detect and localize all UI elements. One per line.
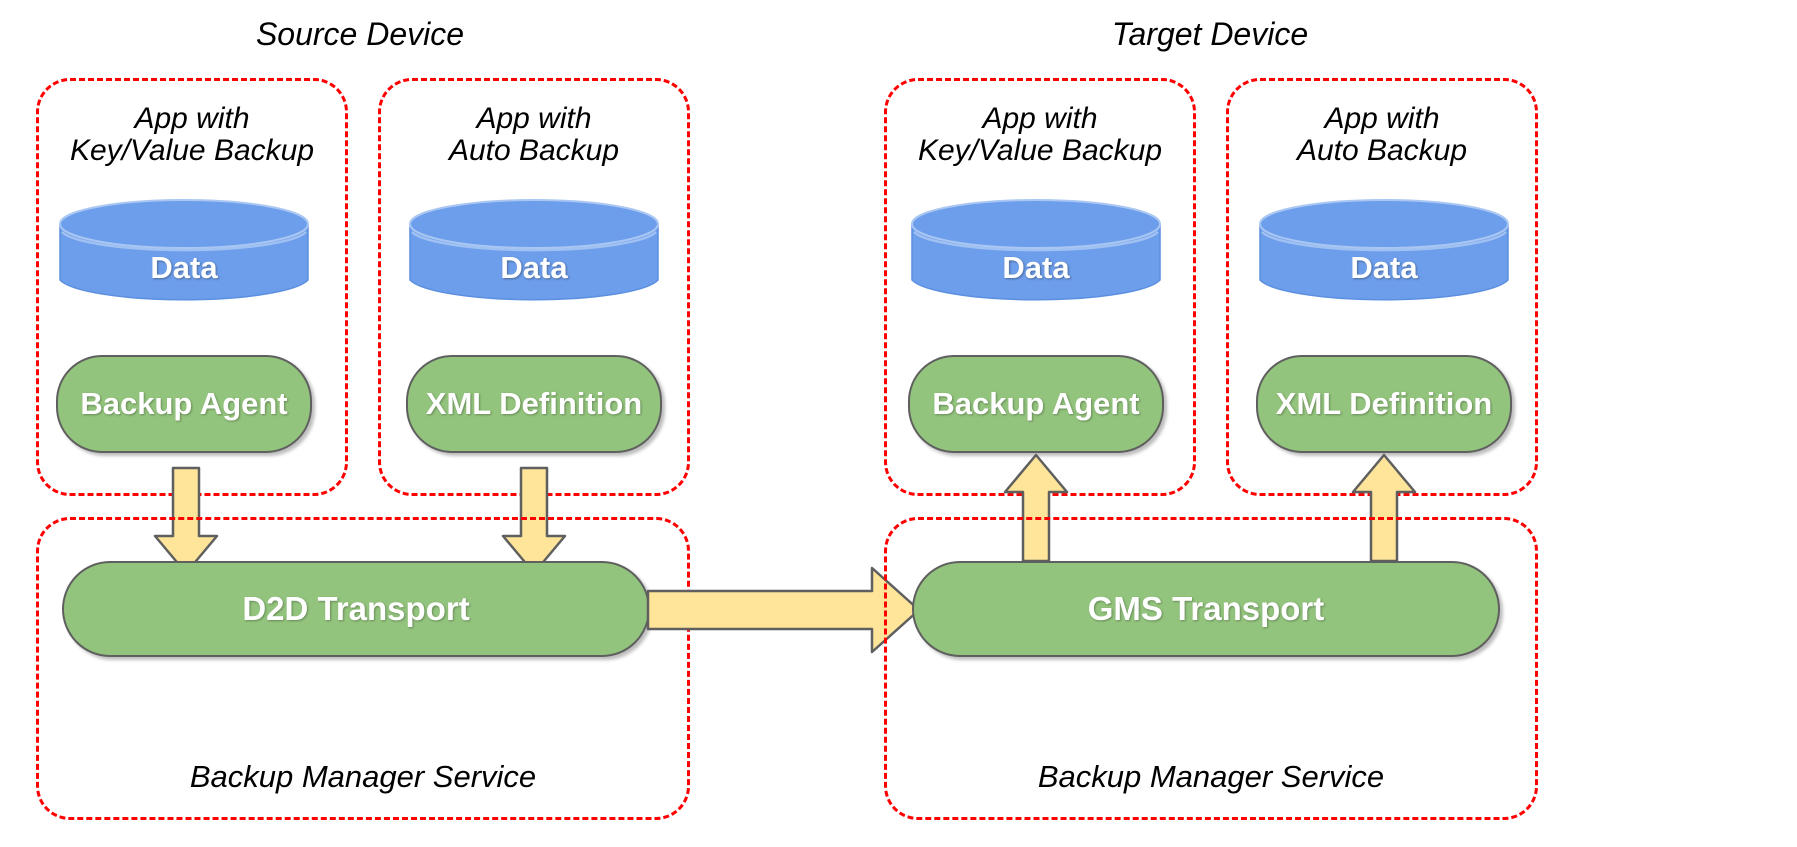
app-label-line1: App with [134, 102, 250, 135]
target-app-auto-container[interactable]: App with Auto Backup [1226, 78, 1538, 496]
source-xml-definition-label: XML Definition [425, 386, 643, 421]
target-app-key-value-label: App with Key/Value Backup [887, 102, 1193, 168]
target-auto-data-label: Data [1350, 250, 1418, 285]
arrow-down-icon [153, 466, 219, 575]
source-backup-manager-service-container[interactable]: Backup Manager Service [36, 517, 690, 820]
source-xml-definition-pill[interactable]: XML Definition [406, 355, 662, 453]
app-label-line1: App with [476, 102, 592, 135]
target-backup-agent-label: Backup Agent [932, 386, 1140, 421]
source-device-title: Source Device [255, 16, 465, 52]
gms-transport-label: GMS Transport [1087, 590, 1325, 627]
target-auto-data-cylinder[interactable]: Data [1258, 198, 1510, 306]
source-backup-agent-label: Backup Agent [80, 386, 288, 421]
d2d-to-gms-transfer-arrow [646, 565, 922, 655]
target-service-label: Backup Manager Service [1037, 759, 1385, 794]
target-app-auto-label: App with Auto Backup [1229, 102, 1535, 168]
target-key-value-data-label: Data [1002, 250, 1070, 285]
source-app-auto-container[interactable]: App with Auto Backup [378, 78, 690, 496]
source-backup-agent-pill[interactable]: Backup Agent [56, 355, 312, 453]
database-cylinder-icon [911, 199, 1161, 301]
app-label-line1: App with [982, 102, 1098, 135]
app-label-line2: Auto Backup [448, 134, 620, 168]
source-app-key-value-label: App with Key/Value Backup [39, 102, 345, 168]
app-label-line2: Key/Value Backup [69, 134, 315, 168]
arrow-down-icon [501, 466, 567, 575]
target-xml-definition-pill[interactable]: XML Definition [1256, 355, 1512, 453]
target-device-title: Target Device [1111, 16, 1309, 52]
app-label-line1: App with [1324, 102, 1440, 135]
target-key-value-data-cylinder[interactable]: Data [910, 198, 1162, 306]
d2d-transport-pill[interactable]: D2D Transport [62, 561, 650, 657]
database-cylinder-icon [409, 199, 659, 301]
app-label-line2: Key/Value Backup [917, 134, 1163, 168]
target-backup-agent-pill[interactable]: Backup Agent [908, 355, 1164, 453]
gms-transport-pill[interactable]: GMS Transport [912, 561, 1500, 657]
source-app-auto-label: App with Auto Backup [381, 102, 687, 168]
source-service-label: Backup Manager Service [189, 759, 537, 794]
database-cylinder-icon [1259, 199, 1509, 301]
source-auto-data-label: Data [500, 250, 568, 285]
source-auto-down-arrow [500, 466, 568, 576]
target-backup-manager-service-container[interactable]: Backup Manager Service [884, 517, 1538, 820]
source-auto-data-cylinder[interactable]: Data [408, 198, 660, 306]
target-xml-definition-label: XML Definition [1275, 386, 1493, 421]
d2d-transport-label: D2D Transport [242, 590, 470, 627]
database-cylinder-icon [59, 199, 309, 301]
app-label-line2: Auto Backup [1296, 134, 1468, 168]
source-key-value-data-label: Data [150, 250, 218, 285]
source-key-value-down-arrow [152, 466, 220, 576]
source-key-value-data-cylinder[interactable]: Data [58, 198, 310, 306]
arrow-right-icon [646, 566, 921, 654]
